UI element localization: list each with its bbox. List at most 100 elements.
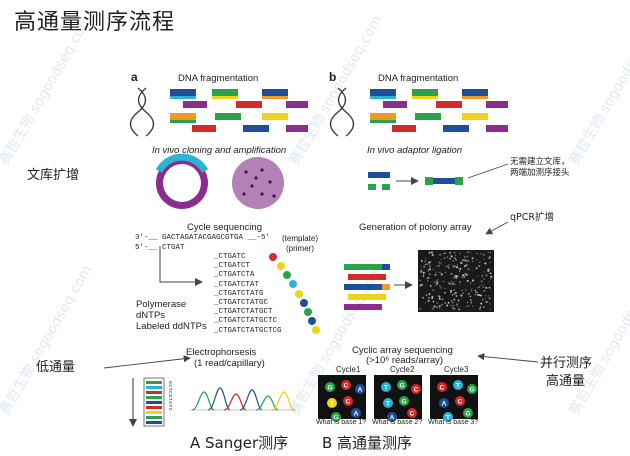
extension-product: _CTGATCTAT <box>214 280 260 289</box>
base-spot <box>387 412 397 422</box>
sanger-caption: A Sanger测序 <box>190 434 289 452</box>
extension-product: _CTGATC <box>214 253 246 261</box>
base-letter: G <box>469 387 474 394</box>
base-letter: T <box>330 401 334 408</box>
cyclic-sequencing-sub: (>10⁶ reads/array) <box>366 355 444 366</box>
low-throughput-arrow <box>103 355 191 369</box>
dna-fragments-b <box>370 89 508 132</box>
electrophoresis-sub: (1 read/capillary) <box>194 358 265 369</box>
base-letter: A <box>358 387 363 394</box>
base-letter: A <box>442 401 447 408</box>
adaptor-ligation-label: In vivo adaptor ligation <box>367 145 463 156</box>
base-letter: A <box>354 411 359 418</box>
polony-array <box>418 250 494 312</box>
base-spot <box>325 382 335 392</box>
reagents-list: Polymerase dNTPs Labeled ddNTPs <box>136 299 207 332</box>
base-spot <box>355 384 365 394</box>
template-sequence: 3'-__ GACTAGATACGAGCGTGA __-5' <box>135 234 271 242</box>
cycle-label: Cycle2 <box>390 365 415 374</box>
base-letter: C <box>440 385 445 392</box>
panel-b-letter: b <box>329 70 337 84</box>
qpcr-arrow <box>485 221 509 235</box>
chromatogram <box>190 387 296 411</box>
polony-label: Generation of polony array <box>359 222 472 233</box>
cycle-question: What is base 3? <box>428 419 479 426</box>
dna-helix-icon-b <box>329 87 355 137</box>
base-letter: G <box>399 383 404 390</box>
panel-b-fragmentation: DNA fragmentation <box>378 73 459 84</box>
extension-product: _CTGATCTATGCT <box>214 308 273 317</box>
base-spot <box>327 398 337 408</box>
electrophoresis-label: Electrophorsesis <box>186 347 257 358</box>
page-title: 高通量测序流程 <box>14 10 176 35</box>
base-spot <box>455 396 465 406</box>
high-throughput-label: 高通量 <box>546 374 586 389</box>
polony-fragments <box>344 264 413 310</box>
panel-a-fragmentation: DNA fragmentation <box>178 73 259 84</box>
extension-product: _CTGATCTATGCTCG <box>214 326 282 335</box>
base-letter: G <box>333 415 338 422</box>
cycle-question: What is base 2? <box>372 419 423 426</box>
library-amplification-label: 文库扩增 <box>27 168 80 183</box>
no-library-note: 无需建立文库， 两端加测序接头 <box>510 157 570 178</box>
primer-label: (primer) <box>286 244 314 253</box>
template-label: (template) <box>282 234 319 243</box>
base-spot <box>437 382 447 392</box>
base-spot <box>351 408 361 418</box>
cyclic-sequencing-label: Cyclic array sequencing <box>352 345 453 356</box>
base-letter: T <box>456 383 460 390</box>
base-spot <box>443 412 453 422</box>
high-throughput-arrow <box>477 353 539 363</box>
base-letter: T <box>386 401 390 408</box>
extension-product: _CTGATCT <box>214 262 251 271</box>
adaptor-ligation-icon <box>368 163 509 190</box>
extension-products: _CTGATC _CTGATCT _CTGATCTA _CTGATCTAT _C… <box>214 253 282 336</box>
base-letter: A <box>390 415 395 422</box>
qpcr-label: qPCR扩增 <box>510 212 554 223</box>
base-spot <box>381 382 391 392</box>
dna-fragments-a <box>170 89 308 132</box>
dna-helix-icon-a <box>129 87 155 137</box>
base-letter: G <box>465 411 470 418</box>
base-spot <box>453 380 463 390</box>
cycle-arrow <box>159 246 203 286</box>
base-spot <box>463 408 473 418</box>
extension-product: _CTGATCTATGC <box>214 299 269 308</box>
base-spot <box>411 384 421 394</box>
base-spot <box>407 408 417 418</box>
colony-plate-icon <box>232 157 284 209</box>
cloning-label: In vivo cloning and amplification <box>152 145 287 156</box>
parallel-sequencing-label: 并行测序 <box>540 356 593 371</box>
low-throughput-label: 低通量 <box>36 360 76 375</box>
base-spot <box>343 396 353 406</box>
extension-product: _CTGATCTA <box>214 271 255 280</box>
sequencing-gel <box>129 377 165 427</box>
panel-a-letter: a <box>131 70 138 84</box>
cycle-question: What is base 1? <box>316 419 367 426</box>
base-letter: C <box>344 383 349 390</box>
base-spot <box>383 398 393 408</box>
base-letter: C <box>410 411 415 418</box>
base-letter: T <box>384 385 388 392</box>
ddntp-labels <box>269 253 320 334</box>
gel-base-calls: GCTCGTATC <box>167 381 172 412</box>
base-letter: T <box>446 415 450 422</box>
plasmid-icon <box>155 153 209 209</box>
base-letter: C <box>414 387 419 394</box>
extension-product: _CTGATCTATGCTC <box>214 317 278 326</box>
extension-product: _CTGATCTATG <box>214 289 264 298</box>
base-letter: C <box>346 399 351 406</box>
primer-sequence: 5'-__ CTGAT <box>135 244 185 252</box>
base-letter: C <box>458 399 463 406</box>
base-spot <box>331 412 341 422</box>
base-letter: G <box>327 385 332 392</box>
base-spot <box>397 380 407 390</box>
base-spot <box>399 396 409 406</box>
cycle-sequencing-label: Cycle sequencing <box>187 222 262 233</box>
base-spot <box>341 380 351 390</box>
base-spot <box>467 384 477 394</box>
cycle-label: Cycle1 <box>336 365 361 374</box>
base-spot <box>439 398 449 408</box>
cycle-label: Cycle3 <box>444 365 469 374</box>
